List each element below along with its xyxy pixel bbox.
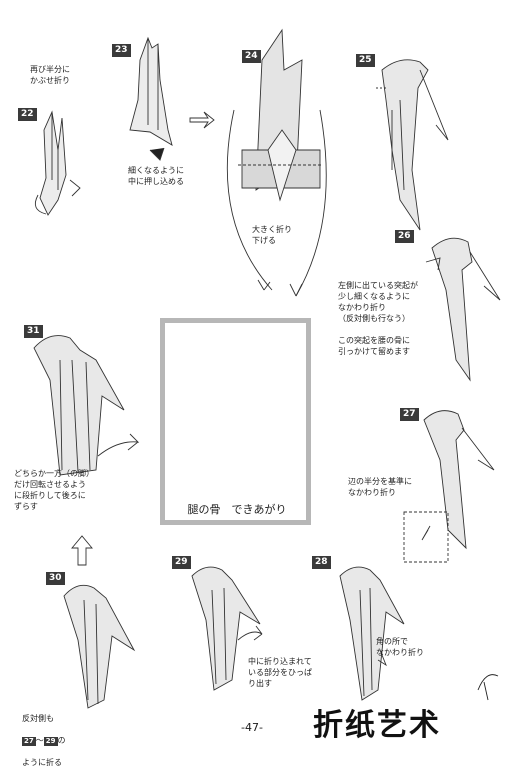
step31-note: どちらか一方（の脚） だけ回転させるよう に段折りして後ろに ずらす [14,469,94,511]
step23-note: 細くなるように 中に押し込める [128,166,184,186]
step31-figure [33,335,140,476]
step30-range-sep: ～ [35,736,44,745]
finished-caption: 腿の骨 できあがり [187,503,287,516]
finished-frame [160,318,311,525]
step26-figure [425,237,501,382]
step23-figure [129,36,173,161]
step28-figure [339,566,405,701]
step22-figure [34,110,81,216]
step30-range-to: 29 [43,737,58,746]
step-number-25: 25 [356,54,375,67]
step30-note-post: ように折る [22,758,62,767]
step22-note: 再び半分に かぶせ折り [30,65,70,85]
step-number-22: 22 [18,108,37,121]
step-number-28: 28 [312,556,331,569]
step-number-26: 26 [395,230,414,243]
step30-range-post: の [57,736,66,745]
step24-figure [226,28,327,297]
step-number-31: 31 [24,325,43,338]
step25-figure [376,59,449,231]
step26-note: 左側に出ている突起が 少し細くなるように なかわり折り （反対側も行なう） この… [338,281,418,356]
step-number-27: 27 [400,408,419,421]
step24-note: 大きく折り 下げる [252,225,292,245]
step27-figure [403,410,495,563]
step-number-23: 23 [112,44,131,57]
brand-watermark: 折纸艺术 [313,708,441,743]
step27-note: 辺の半分を基準に なかわり折り [348,477,412,497]
step30-figure [63,584,136,709]
step29-note: 中に折り込まれて いる部分をひっぱ り出す [248,657,312,688]
step28-note: 角の所で なかわり折り [376,637,424,657]
step-number-30: 30 [46,572,65,585]
step29-figure [191,566,263,691]
step30-note-pre: 反対側も [22,714,54,723]
step30-range-from: 27 [22,737,36,746]
page-number: -47- [241,721,263,734]
step-number-29: 29 [172,556,191,569]
step-number-24: 24 [242,50,261,63]
